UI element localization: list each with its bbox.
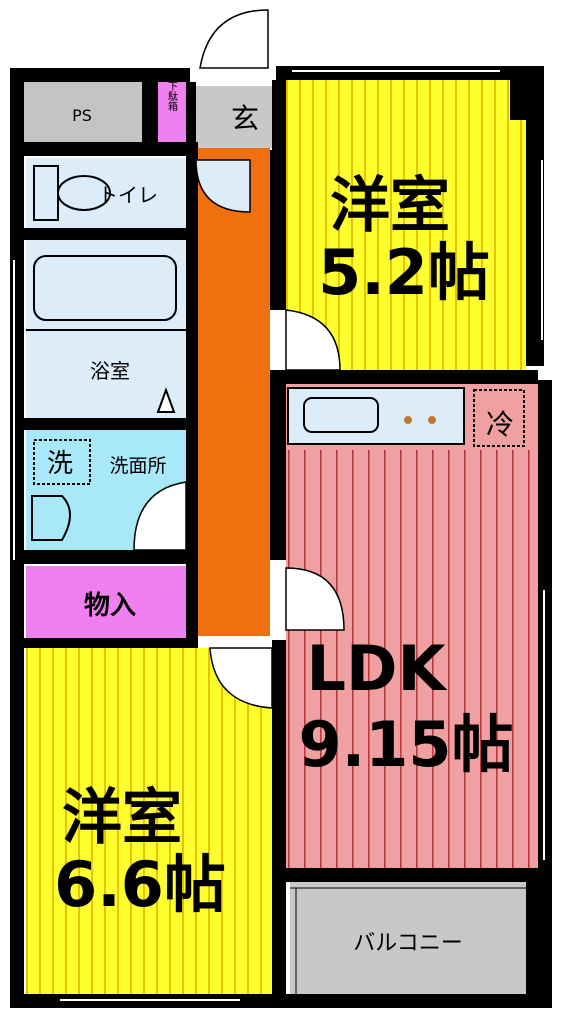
ldk-size: 9.15帖 bbox=[299, 708, 514, 781]
corridor bbox=[198, 148, 270, 636]
washroom-label: 洗面所 bbox=[109, 455, 166, 477]
balcony-label: バルコニー bbox=[353, 931, 463, 956]
entrance-floor bbox=[196, 86, 272, 148]
fridge-label: 冷 bbox=[486, 408, 514, 441]
ldk-label: LDK 9.15帖 bbox=[299, 632, 514, 781]
entrance-label: 玄 bbox=[231, 102, 259, 135]
western-room-north-floor bbox=[286, 80, 526, 375]
western-room-north-label: 洋室 5.2帖 bbox=[318, 171, 490, 309]
bathtub-fixture bbox=[26, 255, 186, 413]
shoe-box-area bbox=[158, 82, 186, 142]
balcony-floor bbox=[290, 882, 526, 994]
ps-area bbox=[24, 82, 142, 142]
western-room-south-floor bbox=[26, 648, 272, 994]
ldk-name: LDK bbox=[306, 632, 447, 705]
western-room-south-name: 洋室 bbox=[62, 783, 182, 853]
storage-label: 物入 bbox=[84, 591, 136, 621]
shoe-box-label: 下駄箱 bbox=[166, 81, 178, 112]
toilet-label: トイレ bbox=[98, 183, 158, 207]
ps-label: PS bbox=[72, 106, 92, 125]
western-room-south-label: 洋室 6.6帖 bbox=[54, 783, 226, 921]
windows bbox=[13, 70, 545, 1001]
washer-label: 洗 bbox=[47, 449, 73, 479]
toilet-fixture bbox=[33, 165, 111, 221]
ldk-floor bbox=[286, 450, 538, 868]
western-room-north-size: 5.2帖 bbox=[318, 236, 490, 309]
washbasin-fixture bbox=[31, 439, 91, 541]
bathroom-label: 浴室 bbox=[90, 359, 130, 383]
western-room-north-name: 洋室 bbox=[330, 171, 450, 241]
storage-floor bbox=[26, 566, 186, 638]
kitchen-counter bbox=[287, 387, 525, 447]
western-room-south-size: 6.6帖 bbox=[54, 848, 226, 921]
balcony-railing bbox=[290, 887, 526, 994]
doors bbox=[133, 9, 345, 709]
